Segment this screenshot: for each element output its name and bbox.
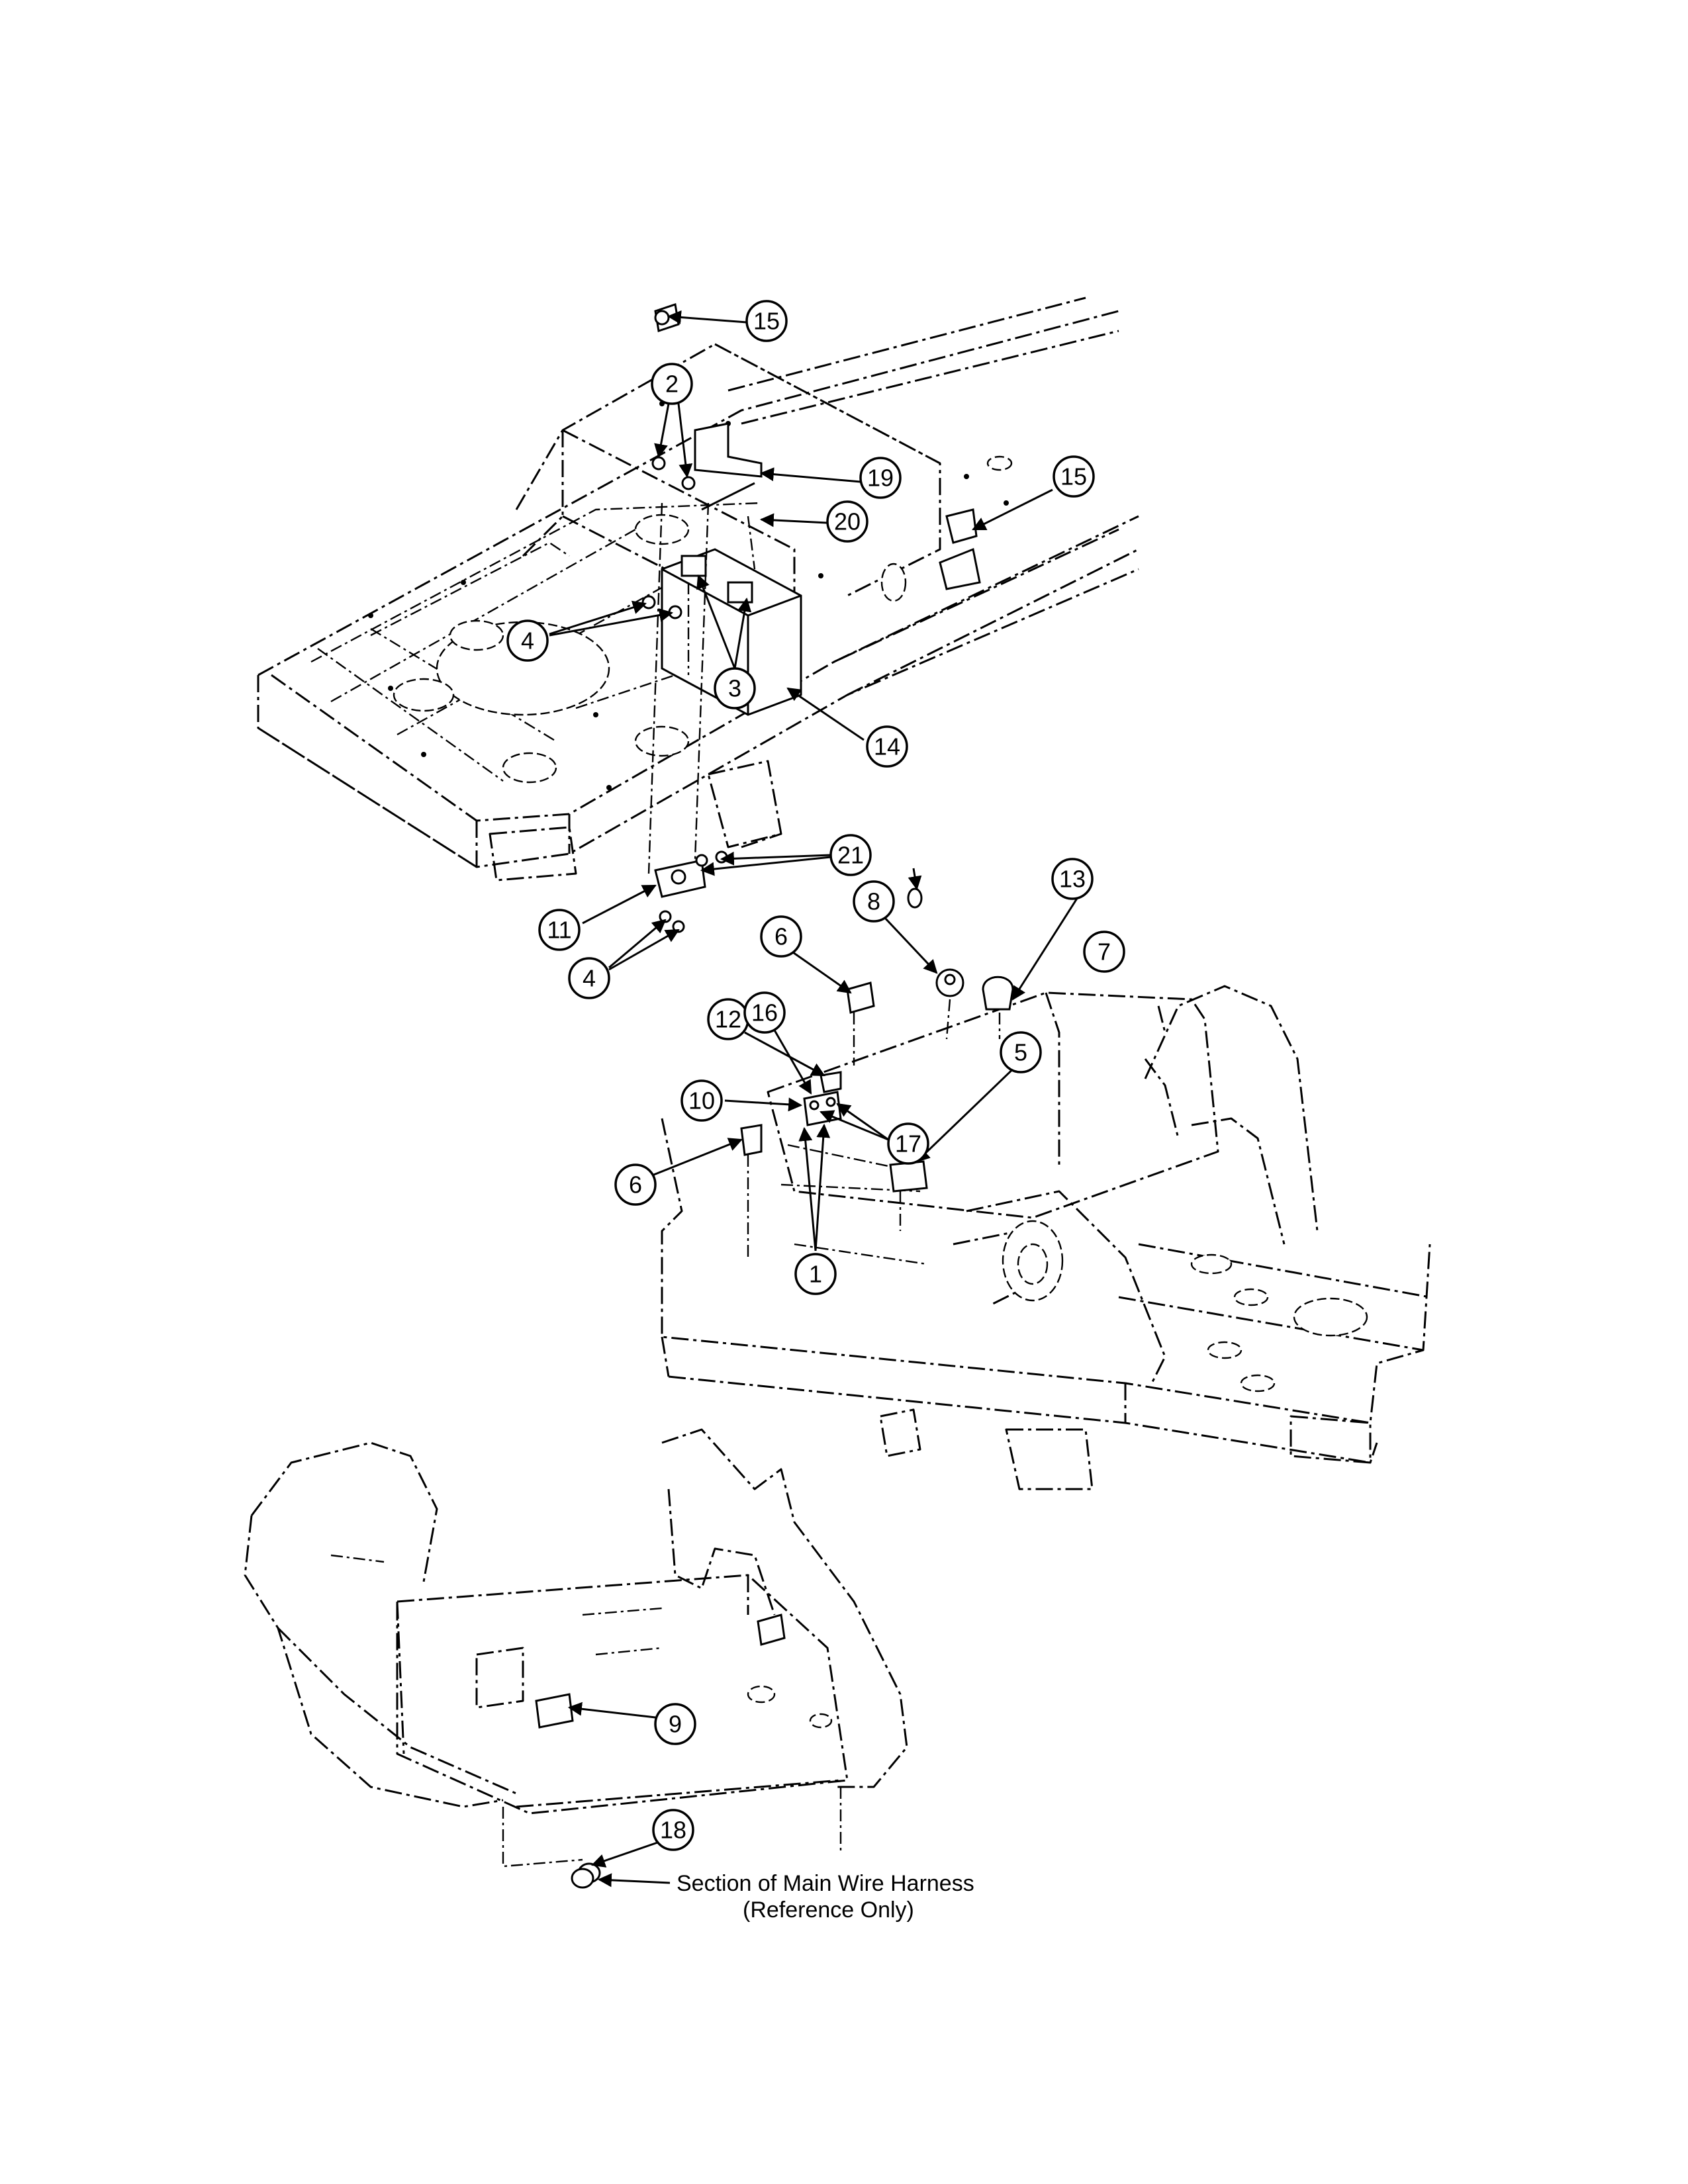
battery-hold-down-strap <box>694 422 763 511</box>
callout-2: 2 <box>651 363 693 405</box>
harness-clip-side <box>939 508 981 590</box>
callout-6-upper: 6 <box>760 915 802 958</box>
callout-19: 19 <box>859 457 902 499</box>
callout-17: 17 <box>887 1122 929 1165</box>
middle-frame-assembly <box>661 985 1431 1490</box>
reference-note-line-2: (Reference Only) <box>743 1897 914 1923</box>
callout-number: 11 <box>547 917 571 944</box>
reference-note-line-1: Section of Main Wire Harness <box>677 1871 974 1896</box>
callout-number: 10 <box>688 1087 715 1115</box>
callout-number: 15 <box>1060 463 1087 490</box>
callout-12: 12 <box>707 998 749 1040</box>
lower-fender-assembly <box>244 1428 908 1815</box>
callout-number: 6 <box>629 1171 642 1199</box>
explosion-lines-lower <box>502 1787 842 1868</box>
callout-number: 1 <box>809 1261 822 1288</box>
callout-number: 3 <box>728 675 741 702</box>
callout-number: 4 <box>521 627 534 655</box>
seat-switch-connector <box>571 1862 601 1889</box>
callout-number: 5 <box>1014 1039 1027 1066</box>
callout-number: 7 <box>1098 938 1111 966</box>
callout-18: 18 <box>652 1809 694 1851</box>
callout-number: 13 <box>1059 866 1086 893</box>
callout-number: 14 <box>874 733 900 760</box>
callout-number: 15 <box>753 308 780 335</box>
callout-1: 1 <box>794 1253 837 1295</box>
callout-15-top: 15 <box>745 300 788 342</box>
callout-14: 14 <box>866 725 908 768</box>
callout-3: 3 <box>714 667 756 709</box>
callout-6-lower: 6 <box>614 1163 657 1206</box>
explosion-lines-middle <box>747 999 1001 1257</box>
callout-number: 2 <box>665 371 679 398</box>
callout-9: 9 <box>654 1703 696 1745</box>
callout-number: 6 <box>774 923 788 950</box>
callout-number: 21 <box>837 842 864 869</box>
callout-13: 13 <box>1051 858 1094 900</box>
callout-number: 12 <box>715 1006 741 1033</box>
callout-16: 16 <box>743 991 786 1034</box>
callout-8: 8 <box>853 880 895 923</box>
callout-21: 21 <box>829 834 872 876</box>
callout-leaders <box>549 310 1084 1888</box>
callout-11: 11 <box>538 909 581 951</box>
callout-10: 10 <box>680 1079 723 1122</box>
callout-number: 18 <box>660 1817 686 1844</box>
lower-mount-bracket <box>654 850 728 933</box>
callout-number: 19 <box>867 465 894 492</box>
callout-number: 17 <box>895 1130 921 1158</box>
callout-4-upper: 4 <box>506 619 549 662</box>
callout-number: 9 <box>669 1711 682 1738</box>
callout-5: 5 <box>1000 1031 1042 1073</box>
callout-15-side: 15 <box>1053 455 1095 498</box>
callout-4-lower: 4 <box>568 957 610 999</box>
callout-number: 16 <box>751 999 778 1026</box>
callout-number: 8 <box>867 888 880 915</box>
callout-7: 7 <box>1083 931 1125 973</box>
callout-number: 20 <box>834 508 861 535</box>
callout-number: 4 <box>583 965 596 992</box>
explosion-lines-top <box>647 502 756 874</box>
callout-20: 20 <box>826 500 868 543</box>
